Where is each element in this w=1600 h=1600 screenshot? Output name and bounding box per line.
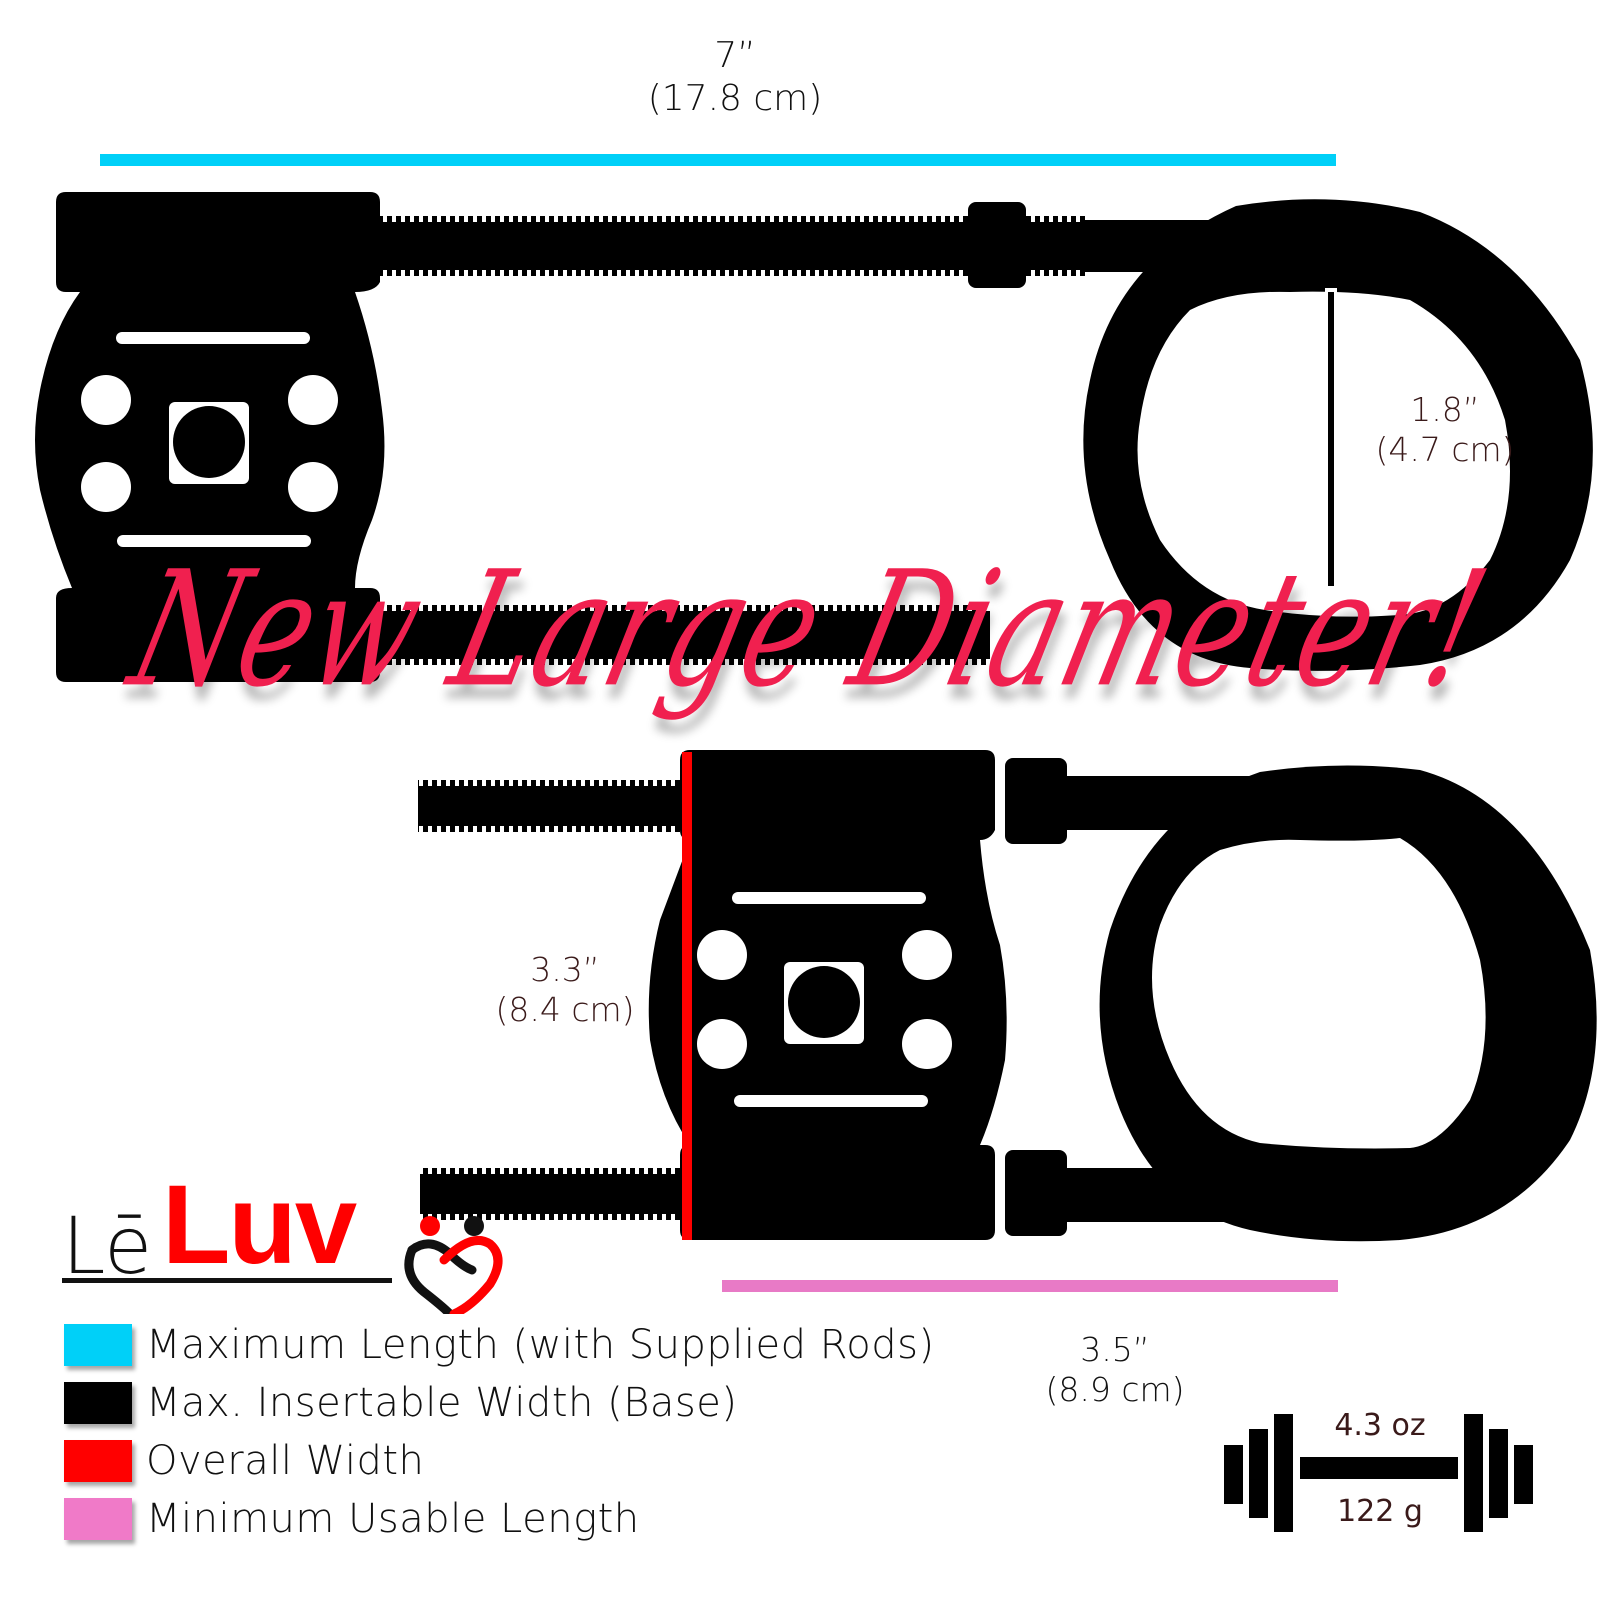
- overall-width-cm: (8.4 cm): [495, 989, 635, 1029]
- legend-label: Overall Width: [146, 1438, 425, 1484]
- inner-diameter-cm: (4.7 cm): [1375, 429, 1515, 469]
- max-length-bar: [100, 154, 1336, 166]
- legend-label: Maximum Length (with Supplied Rods): [146, 1322, 935, 1368]
- legend-item-overall-width: Overall Width: [64, 1432, 935, 1490]
- legend-label: Minimum Usable Length: [146, 1496, 640, 1542]
- legend-item-min-usable-length: Minimum Usable Length: [64, 1490, 935, 1548]
- legend-swatch-pink: [64, 1498, 132, 1540]
- min-usable-length-cm: (8.9 cm): [1045, 1369, 1185, 1409]
- extended-device-diagram: [35, 192, 1593, 682]
- inner-diameter-label: 1.8” (4.7 cm): [1360, 390, 1530, 469]
- overall-width-bar: [682, 752, 692, 1240]
- overall-width-inches: 3.3”: [530, 950, 600, 989]
- logo-brand: Luv: [162, 1162, 357, 1287]
- overall-width-label: 3.3” (8.4 cm): [480, 950, 650, 1029]
- legend-swatch-black: [64, 1382, 132, 1424]
- leluv-logo: Lē Luv: [62, 1158, 503, 1314]
- inner-diameter-inches: 1.8”: [1410, 390, 1480, 429]
- min-usable-length-label: 3.5” (8.9 cm): [1020, 1330, 1210, 1409]
- logo-prefix: Lē: [62, 1202, 153, 1292]
- couple-heart-icon: [404, 1216, 503, 1314]
- compact-device-diagram: [418, 750, 1597, 1242]
- weight-metric: 122 g: [1337, 1494, 1423, 1529]
- legend-item-max-insertable-width: Max. Insertable Width (Base): [64, 1374, 935, 1432]
- max-length-cm: (17.8 cm): [647, 78, 823, 120]
- legend: Maximum Length (with Supplied Rods) Max.…: [64, 1316, 935, 1548]
- legend-item-max-length: Maximum Length (with Supplied Rods): [64, 1316, 935, 1374]
- headline-new-large-diameter: New Large Diameter!: [115, 535, 1505, 723]
- logo-underline: [62, 1278, 392, 1283]
- min-usable-length-bar: [722, 1280, 1338, 1292]
- legend-label: Max. Insertable Width (Base): [146, 1380, 738, 1426]
- max-length-inches: 7”: [714, 35, 756, 76]
- legend-swatch-red: [64, 1440, 132, 1482]
- legend-swatch-cyan: [64, 1324, 132, 1366]
- min-usable-length-inches: 3.5”: [1080, 1330, 1150, 1369]
- max-length-label: 7” (17.8 cm): [615, 34, 855, 120]
- weight-imperial: 4.3 oz: [1334, 1408, 1426, 1443]
